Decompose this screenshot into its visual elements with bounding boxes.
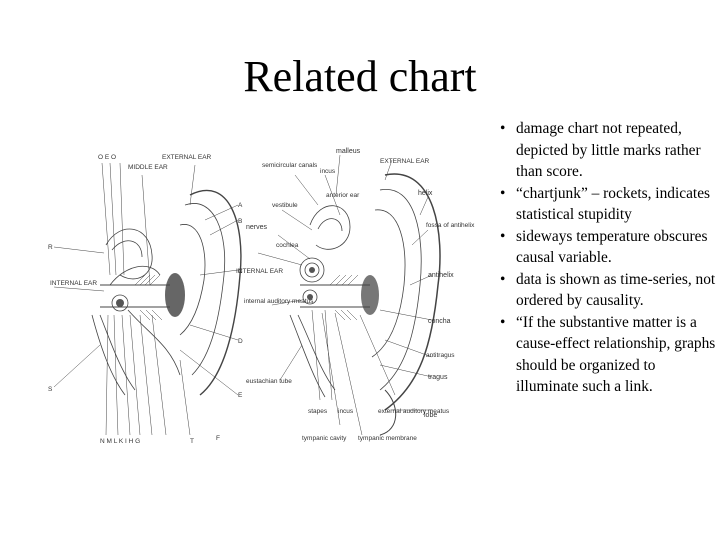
right-label-antihelix: antihelix xyxy=(428,272,454,279)
left-label-a: A xyxy=(238,202,243,209)
left-label-external-ear: EXTERNAL EAR xyxy=(162,154,212,161)
left-label-internal-ear: INTERNAL EAR xyxy=(50,280,97,287)
right-label-fossa: fossa of antihelix xyxy=(426,222,475,229)
right-label-eustachian: eustachian tube xyxy=(246,378,292,385)
right-label-lobe: lobe xyxy=(424,412,437,419)
ear-anatomy-figure: O E O MIDDLE EAR EXTERNAL EAR INTERNAL E… xyxy=(40,135,480,465)
right-label-helix: helix xyxy=(418,190,433,197)
left-label-s: S xyxy=(48,386,53,393)
left-label-top: O E O xyxy=(98,154,116,161)
right-ear-drawing xyxy=(257,154,441,436)
right-label-cochlea: cochlea xyxy=(276,242,299,249)
bullet-item: “chartjunk” – rockets, indicates statist… xyxy=(496,183,718,226)
left-label-c: C xyxy=(238,268,243,275)
right-label-tympanic-cavity: tympanic cavity xyxy=(302,435,347,442)
left-label-middle-ear: MIDDLE EAR xyxy=(128,164,168,171)
left-label-r: R xyxy=(48,244,53,251)
right-label-malleus: malleus xyxy=(336,148,361,155)
right-label-internal-ear: INTERNAL EAR xyxy=(236,268,283,275)
right-label-stapes: stapes xyxy=(308,408,328,415)
left-ear-drawing xyxy=(53,162,242,436)
bullet-item: damage chart not repeated, depicted by l… xyxy=(496,118,718,183)
right-label-external-ear: EXTERNAL EAR xyxy=(380,158,430,165)
right-label-vestibule: vestibule xyxy=(272,202,298,209)
left-ear-labels: O E O MIDDLE EAR EXTERNAL EAR INTERNAL E… xyxy=(48,154,243,445)
right-label-incus: incus xyxy=(338,408,354,415)
right-label-nerves: nerves xyxy=(246,224,268,231)
bullet-item: “If the substantive matter is a cause-ef… xyxy=(496,312,718,398)
left-label-f: F xyxy=(216,435,220,442)
right-label-external-auditory: external auditory meatus xyxy=(378,408,450,415)
right-label-concha: concha xyxy=(428,318,451,325)
right-label-semicircular-canals: semicircular canals xyxy=(262,162,318,169)
bullet-item: data is shown as time-series, not ordere… xyxy=(496,269,718,312)
right-ear-labels: malleus EXTERNAL EAR semicircular canals… xyxy=(236,148,475,442)
right-label-tympanic-membrane: tympanic membrane xyxy=(358,435,417,442)
left-label-bottom: N M L K I H G xyxy=(100,438,140,445)
bullet-item: sideways temperature obscures causal var… xyxy=(496,226,718,269)
slide-title: Related chart xyxy=(243,52,477,101)
left-label-t: T xyxy=(190,438,194,445)
right-label-incus-top: incus xyxy=(320,168,336,175)
left-label-d: D xyxy=(238,338,243,345)
left-label-b: B xyxy=(238,218,242,225)
bullet-list: damage chart not repeated, depicted by l… xyxy=(496,118,718,398)
right-label-anterior-ear: anterior ear xyxy=(326,192,360,199)
right-label-internal-auditory: internal auditory meatus xyxy=(244,298,314,305)
left-label-e: E xyxy=(238,392,243,399)
ear-anatomy-drawings: O E O MIDDLE EAR EXTERNAL EAR INTERNAL E… xyxy=(48,148,475,445)
right-label-antitragus: antitragus xyxy=(426,352,455,359)
right-label-tragus: tragus xyxy=(428,374,448,381)
